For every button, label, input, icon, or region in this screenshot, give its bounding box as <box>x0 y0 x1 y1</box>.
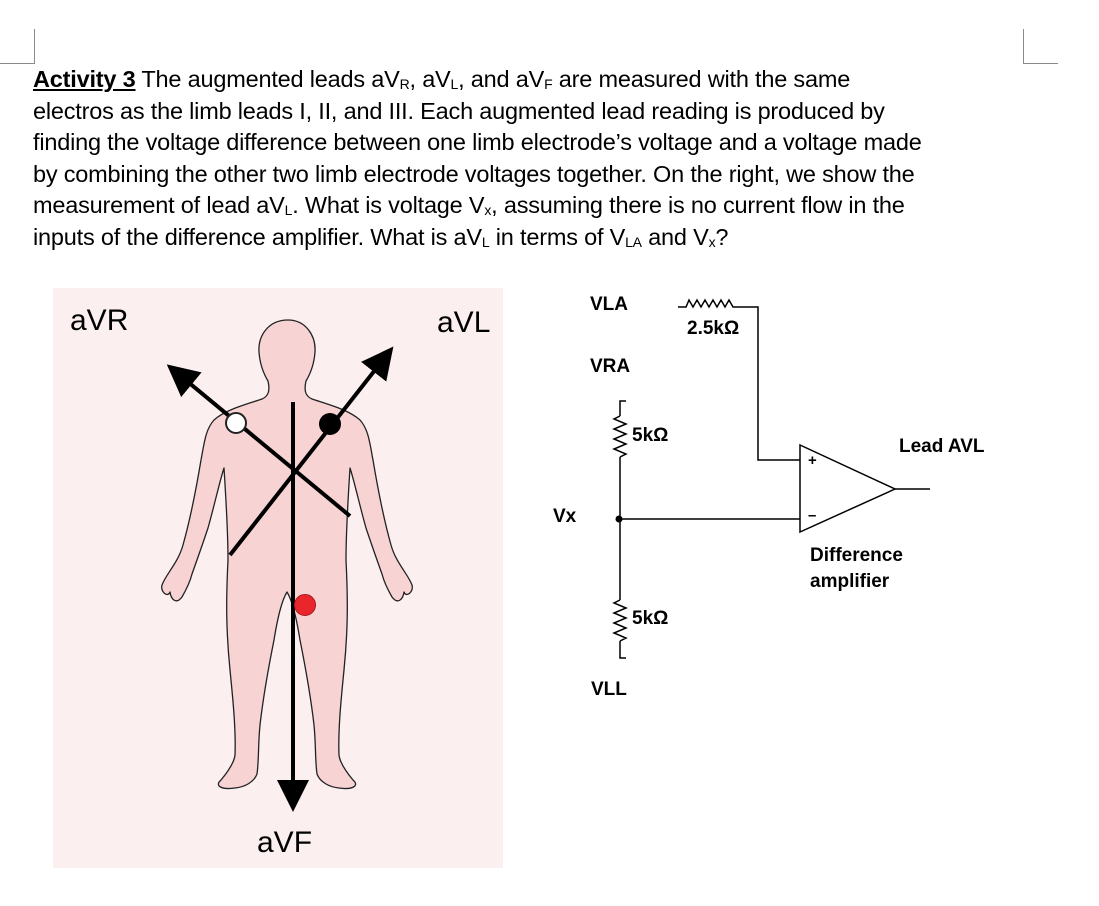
question-line-6: inputs of the difference amplifier. What… <box>33 223 729 250</box>
vra-label: VRA <box>590 356 631 377</box>
plus-input-label: + <box>808 452 817 469</box>
avr-axis <box>166 364 352 518</box>
vx-label: Vx <box>553 506 577 527</box>
question-text: Activity 3 The augmented leads aVR, aVL,… <box>33 64 1033 253</box>
activity-heading: Activity 3 <box>33 66 136 92</box>
avl-axis <box>228 346 394 557</box>
resistor-2.5k <box>678 298 740 309</box>
amp-label-line2: amplifier <box>810 571 890 592</box>
body-silhouette <box>161 319 413 790</box>
right-arm-electrode <box>225 412 247 434</box>
wire-vla <box>740 306 800 461</box>
r-bot-label: 5kΩ <box>632 608 669 629</box>
left-arm-electrode <box>319 413 341 435</box>
amp-label-line1: Difference <box>810 545 903 566</box>
question-line-4: by combining the other two limb electrod… <box>33 160 915 187</box>
question-line-5: measurement of lead aVL. What is voltage… <box>33 192 905 218</box>
r-mid-label: 5kΩ <box>632 425 669 446</box>
vla-label: VLA <box>590 294 628 315</box>
r-top-label: 2.5kΩ <box>687 318 740 339</box>
resistor-5k-bottom <box>612 599 628 642</box>
wire-vll <box>619 641 626 659</box>
question-line-3: finding the voltage difference between o… <box>33 129 922 155</box>
crop-mark-top-right <box>1023 29 1058 64</box>
minus-input-label: – <box>808 507 817 524</box>
left-leg-electrode <box>294 594 316 616</box>
avf-label: aVF <box>257 826 313 859</box>
question-line-2: electros as the limb leads I, II, and II… <box>33 97 885 124</box>
lead-avl-label: Lead AVL <box>899 436 985 457</box>
question-line-1: Activity 3 The augmented leads aVR, aVL,… <box>33 66 851 92</box>
resistor-5k-top <box>612 415 628 458</box>
avl-label: aVL <box>437 306 491 339</box>
difference-amplifier <box>799 443 897 534</box>
avr-label: aVR <box>70 304 129 337</box>
wire-vra <box>619 400 626 416</box>
crop-mark-top-left <box>0 29 35 64</box>
vll-label: VLL <box>591 679 627 700</box>
